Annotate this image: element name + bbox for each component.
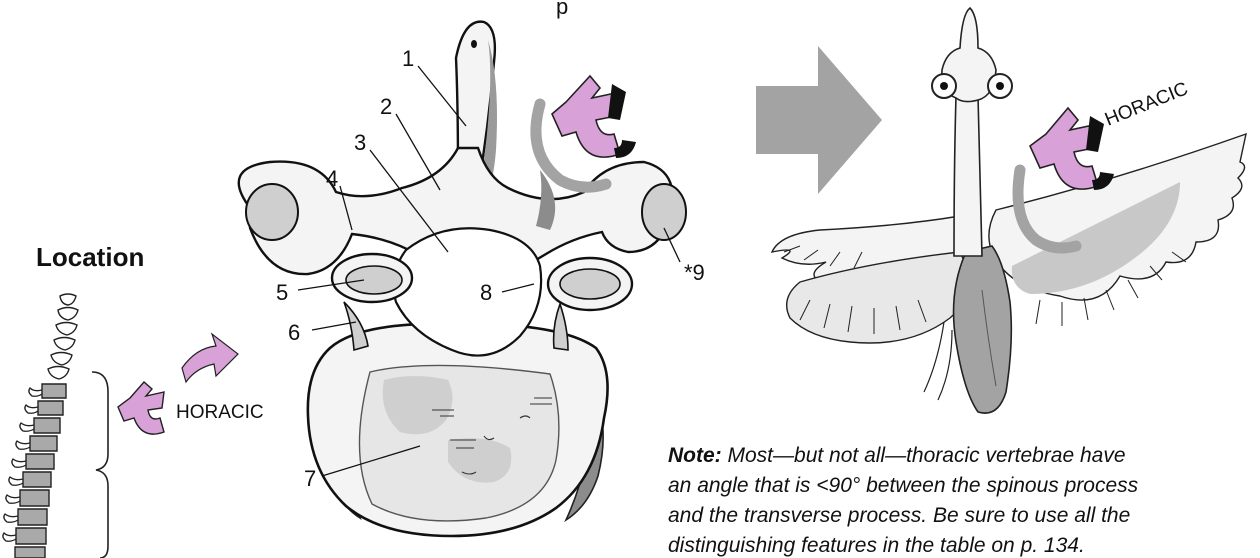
right-superior-articular-facet [560, 269, 620, 299]
label-8: 8 [480, 280, 492, 305]
label-7: 7 [304, 466, 316, 491]
horacic-text-right: HORACIC [1102, 78, 1191, 130]
right-transverse-costal-facet [642, 184, 686, 240]
mnemonic-t-large-left [552, 76, 636, 158]
label-3: 3 [354, 130, 366, 155]
label-9: *9 [684, 260, 705, 285]
creature-body [954, 246, 1012, 413]
thoracic-region-bracket [92, 372, 108, 558]
label-2: 2 [380, 94, 392, 119]
giraffe-creature [772, 8, 1246, 413]
horacic-text-left: HORACIC [176, 402, 264, 423]
big-arrow-icon [756, 46, 882, 194]
note-line-3: and the transverse process. Be sure to u… [668, 504, 1130, 527]
note-line-1: Note: Most—but not all—thoracic vertebra… [668, 444, 1126, 467]
creature-neck [954, 94, 982, 256]
label-4: 4 [326, 166, 338, 191]
label-5: 5 [276, 280, 288, 305]
note-line-2: an angle that is <90° between the spinou… [668, 474, 1139, 497]
left-superior-articular-facet [346, 266, 402, 294]
note-line-4: distinguishing features in the table on … [668, 534, 1085, 557]
left-transverse-costal-facet [246, 184, 298, 240]
note-block: Note: Most—but not all—thoracic vertebra… [668, 444, 1139, 557]
creature-tail [924, 322, 952, 400]
note-bold-label: Note: [668, 444, 722, 467]
mnemonic-t-small [118, 382, 164, 434]
spinous-tip-detail [471, 40, 477, 48]
note-line-1-text: Most—but not all—thoracic vertebrae have [722, 444, 1126, 467]
spine-illustration [3, 294, 108, 558]
left-lower-wing [787, 252, 968, 343]
top-label-fragment: p [556, 0, 568, 19]
label-1: 1 [402, 46, 414, 71]
pointer-arrow-icon [182, 334, 238, 382]
location-title: Location [36, 242, 144, 272]
mnemonic-t-large-right [1030, 108, 1114, 190]
cervical-vertebrae [48, 294, 78, 379]
label-6: 6 [288, 320, 300, 345]
thoracic-vertebrae [15, 384, 66, 558]
